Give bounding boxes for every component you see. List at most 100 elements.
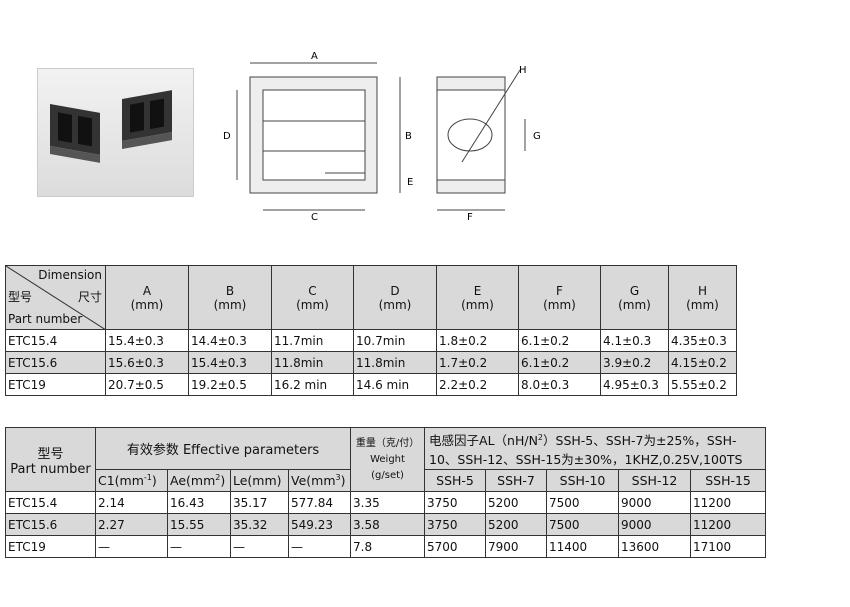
value-cell: 15.55 (167, 513, 231, 537)
part-number-cell: ETC19 (5, 535, 96, 559)
part-number-cell: ETC15.4 (5, 329, 106, 352)
value-cell: 1.7±0.2 (436, 351, 519, 374)
material-header: SSH-15 (690, 469, 767, 493)
xinghao-label: 型号 (8, 290, 33, 304)
value-cell: 577.84 (287, 491, 352, 515)
dimension-table: Dimension 型号 尺寸 Part number A(mm) B(mm) … (5, 265, 737, 396)
value-cell: 3.35 (350, 491, 426, 515)
product-photo (37, 68, 194, 197)
value-cell: 549.23 (287, 513, 352, 537)
col-header: B(mm) (188, 265, 272, 330)
param-header: Ae(mm2) (167, 469, 231, 493)
value-cell: 2.2±0.2 (436, 373, 519, 396)
value-cell: 11.7min (271, 329, 354, 352)
value-cell: 2.14 (95, 491, 168, 515)
value-cell: 14.6 min (353, 373, 437, 396)
value-cell: 7.8 (350, 535, 426, 559)
value-cell: 11200 (690, 513, 767, 537)
part-number-cell: ETC15.6 (5, 351, 106, 374)
dimension-label: Dimension (38, 268, 102, 282)
value-cell: 11200 (690, 491, 767, 515)
value-cell: 4.1±0.3 (600, 329, 669, 352)
value-cell: 9000 (618, 513, 692, 537)
param-header: Le(mm) (230, 469, 289, 493)
value-cell: — (287, 535, 352, 559)
value-cell: 5200 (485, 491, 548, 515)
dimension-drawing: A B C D E F G H (223, 51, 541, 223)
value-cell: 17100 (690, 535, 767, 559)
value-cell: 3750 (424, 491, 487, 515)
al-header: 电感因子AL（nH/N2）SSH-5、SSH-7为±25%，SSH-10、SSH… (424, 426, 767, 471)
col-header: F(mm) (518, 265, 601, 330)
value-cell: 7500 (546, 513, 620, 537)
part-number-cell: ETC15.6 (5, 513, 96, 537)
value-cell: 15.4±0.3 (105, 329, 189, 352)
label-E: E (407, 177, 413, 188)
part-number-label: Part number (8, 312, 83, 326)
value-cell: 3.9±0.2 (600, 351, 669, 374)
label-A: A (311, 51, 318, 62)
value-cell: — (95, 535, 168, 559)
value-cell: 19.2±0.5 (188, 373, 272, 396)
col-header: D(mm) (353, 265, 437, 330)
material-header: SSH-10 (546, 469, 620, 493)
value-cell: 6.1±0.2 (518, 351, 601, 374)
param-header: Ve(mm3) (287, 469, 352, 493)
value-cell: 9000 (618, 491, 692, 515)
value-cell: 15.4±0.3 (188, 351, 272, 374)
part-number-cell: ETC19 (5, 373, 106, 396)
material-header: SSH-5 (424, 469, 487, 493)
value-cell: 5.55±0.2 (668, 373, 737, 396)
value-cell: 7500 (546, 491, 620, 515)
value-cell: 16.2 min (271, 373, 354, 396)
label-H: H (519, 65, 527, 76)
value-cell: 1.8±0.2 (436, 329, 519, 352)
label-F: F (467, 212, 473, 223)
value-cell: 11.8min (353, 351, 437, 374)
label-B: B (405, 131, 412, 142)
value-cell: 8.0±0.3 (518, 373, 601, 396)
chicun-label: 尺寸 (77, 290, 102, 304)
value-cell: 2.27 (95, 513, 168, 537)
value-cell: 3.58 (350, 513, 426, 537)
material-header: SSH-12 (618, 469, 692, 493)
param-header: C1(mm-1) (95, 469, 168, 493)
col-header: E(mm) (436, 265, 519, 330)
value-cell: 16.43 (167, 491, 231, 515)
value-cell: 20.7±0.5 (105, 373, 189, 396)
value-cell: 35.32 (230, 513, 289, 537)
value-cell: 15.6±0.3 (105, 351, 189, 374)
value-cell: 4.15±0.2 (668, 351, 737, 374)
diagonal-header-cell: Dimension 型号 尺寸 Part number (5, 265, 106, 330)
value-cell: 4.95±0.3 (600, 373, 669, 396)
col-header: G(mm) (600, 265, 669, 330)
value-cell: 5200 (485, 513, 548, 537)
effective-parameters-header: 有效参数 Effective parameters (94, 426, 352, 471)
label-D: D (223, 131, 231, 142)
header-row: Dimension 型号 尺寸 Part number A(mm) B(mm) … (5, 265, 737, 330)
value-cell: 4.35±0.3 (668, 329, 737, 352)
value-cell: 14.4±0.3 (188, 329, 272, 352)
value-cell: 7900 (485, 535, 548, 559)
col-header: H(mm) (668, 265, 737, 330)
value-cell: — (167, 535, 231, 559)
value-cell: 13600 (618, 535, 692, 559)
label-C: C (311, 212, 318, 223)
material-header: SSH-7 (485, 469, 548, 493)
value-cell: 10.7min (353, 329, 437, 352)
value-cell: 5700 (424, 535, 487, 559)
value-cell: 11400 (546, 535, 620, 559)
value-cell: 3750 (424, 513, 487, 537)
col-header: C(mm) (271, 265, 354, 330)
part-number-cell: ETC15.4 (5, 491, 96, 515)
col-header: A(mm) (105, 265, 189, 330)
weight-header: 重量（克/付）Weight(g/set) (350, 426, 426, 493)
